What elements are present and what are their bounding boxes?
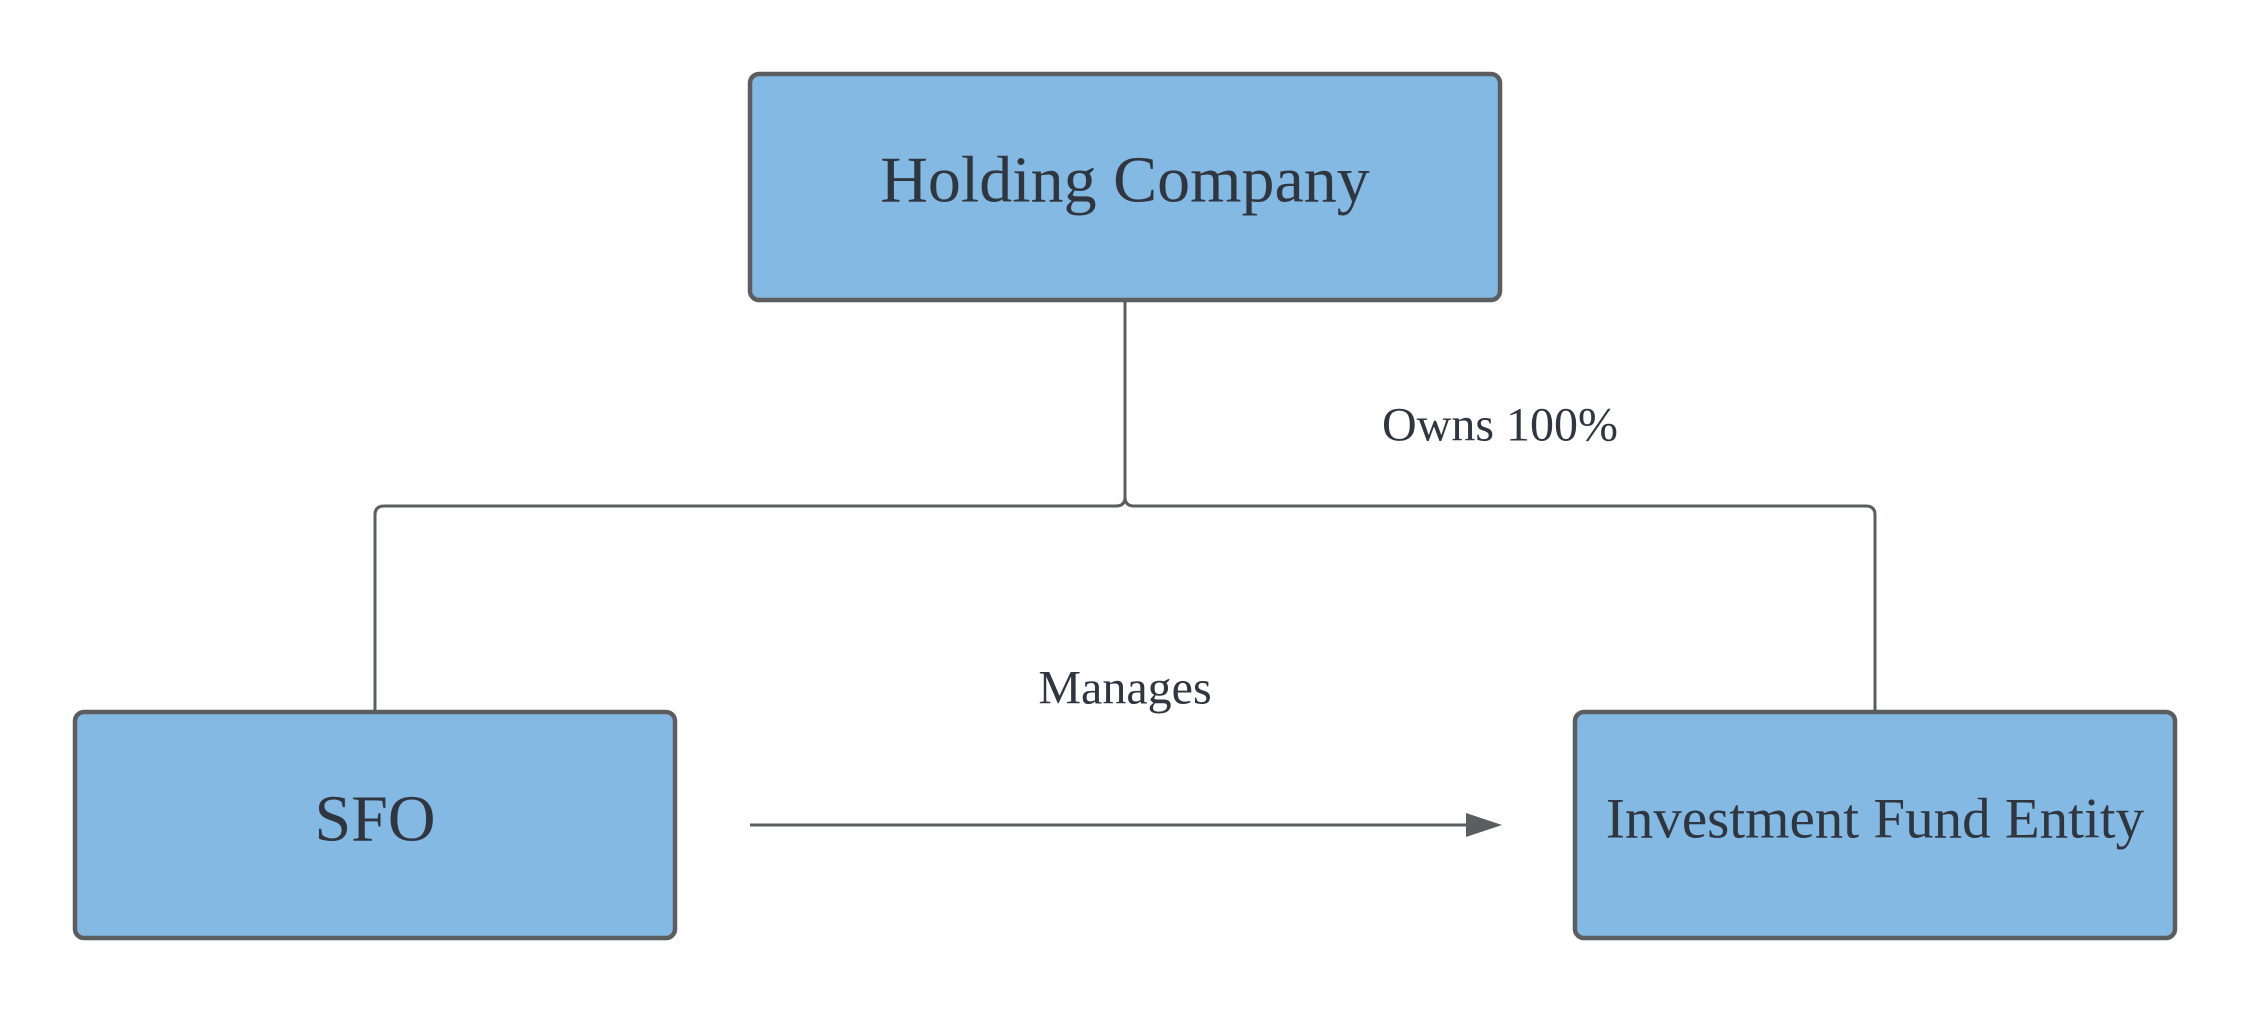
manages-arrow-head [1466,813,1502,837]
sfo-label: SFO [314,783,435,856]
holding-company-node[interactable]: Holding Company [747,71,1503,303]
sfo-box [72,709,678,941]
manages-edge-label: Manages [1038,662,1211,715]
investment-fund-entity-node[interactable]: Investment Fund Entity [1572,709,2178,941]
investment-fund-entity-box [1572,709,2178,941]
holding-company-box [747,71,1503,303]
ownership-connector [373,299,1127,712]
investment-fund-entity-label: Investment Fund Entity [1606,788,2145,851]
ownership-connector-right [1123,496,1877,712]
sfo-node[interactable]: SFO [72,709,678,941]
owns-edge-label: Owns 100% [1382,399,1618,452]
holding-company-label: Holding Company [880,144,1370,217]
